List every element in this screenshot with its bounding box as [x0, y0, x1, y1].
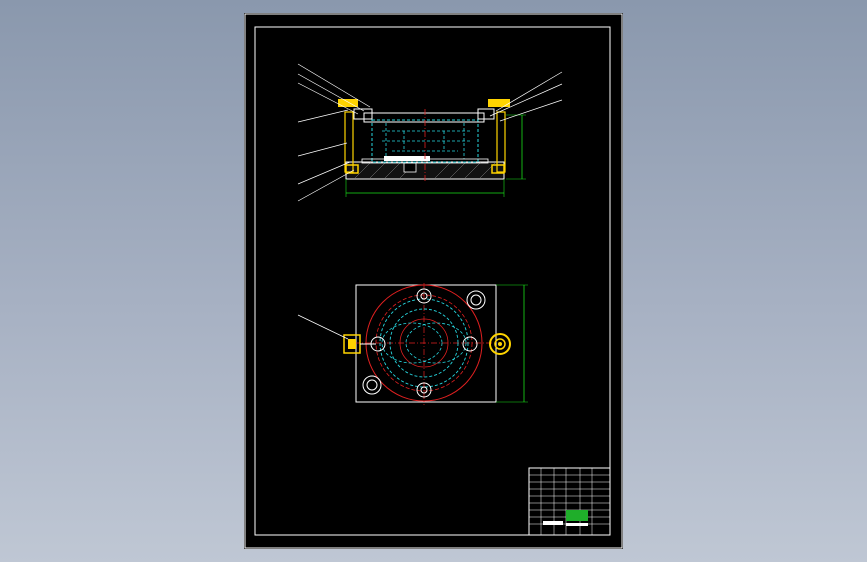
title-block-logo: [566, 510, 588, 521]
guide-post-left: [344, 111, 354, 173]
drawing-sheet[interactable]: [244, 13, 623, 549]
bolt-holes: [362, 288, 486, 398]
upper-plate: [363, 112, 485, 123]
leader-arrow-icon: [297, 314, 349, 340]
guide-bushing-left: [338, 99, 358, 107]
leader-arrow-icon: [297, 63, 563, 202]
guide-post-right: [496, 111, 506, 173]
cad-drawing: [244, 13, 623, 549]
section-view[interactable]: [297, 63, 563, 202]
guide-bushing-plan-right: [489, 333, 511, 355]
guide-bushing-right: [488, 99, 510, 107]
hatch-pattern-icon: [353, 161, 497, 180]
punch-base: [384, 156, 430, 161]
plan-view[interactable]: [297, 283, 528, 405]
inner-border: [254, 26, 611, 536]
title-block[interactable]: [528, 467, 611, 536]
outer-border: [244, 13, 623, 549]
ejector-slot: [403, 162, 417, 173]
